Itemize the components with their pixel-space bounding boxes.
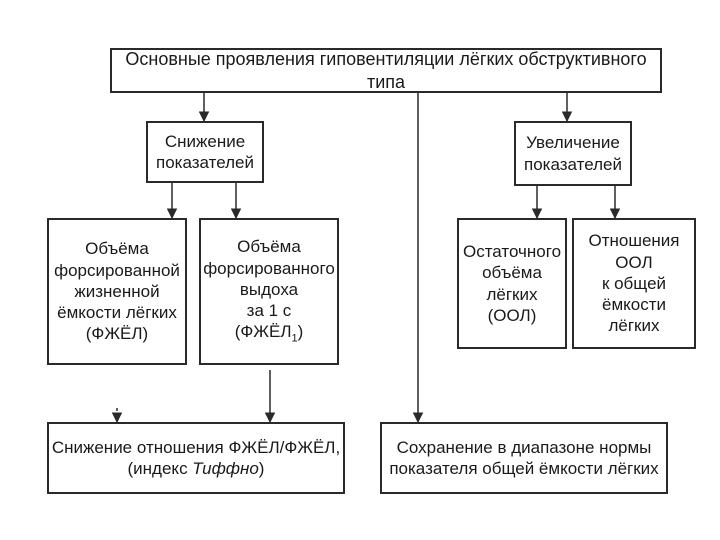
tiffeneau-text: Снижение отношения ФЖЁЛ/ФЖЁЛ, (индекс Ти…	[52, 437, 340, 480]
tiffeneau-line2: (индекс Тиффно)	[52, 458, 340, 479]
rv-tlc-ratio-box: Отношения ООЛ к общей ёмкости лёгких	[572, 218, 696, 349]
tiffeneau-box: Снижение отношения ФЖЁЛ/ФЖЁЛ, (индекс Ти…	[47, 422, 345, 494]
fvc-box: Объёма форсированной жизненной ёмкости л…	[47, 218, 187, 365]
rv-text: Остаточного объёма лёгких (ООЛ)	[462, 242, 562, 325]
tiffeneau-index-name: Тиффно	[192, 459, 259, 478]
fev1-text: Объёма форсированного выдоха за 1 с (ФЖЁ…	[203, 236, 335, 346]
tiffeneau-suffix: )	[258, 459, 265, 478]
increase-box: Увеличение показателей	[514, 121, 632, 186]
fev1-main: Объёма форсированного выдоха за 1 с (ФЖЁ…	[203, 237, 335, 342]
decrease-label: Снижение показателей	[156, 131, 254, 172]
tiffeneau-line1: Снижение отношения ФЖЁЛ/ФЖЁЛ,	[51, 437, 341, 457]
tiffeneau-prefix: (индекс	[127, 459, 193, 478]
fev1-tail: )	[297, 322, 304, 342]
fev1-subscript: 1	[291, 332, 298, 345]
fvc-text: Объёма форсированной жизненной ёмкости л…	[54, 239, 180, 344]
rv-box: Остаточного объёма лёгких (ООЛ)	[457, 218, 567, 349]
fev1-box: Объёма форсированного выдоха за 1 с (ФЖЁ…	[199, 218, 339, 365]
rv-tlc-ratio-text: Отношения ООЛ к общей ёмкости лёгких	[588, 231, 680, 336]
title-box: Основные проявления гиповентиляции лёгки…	[110, 48, 662, 93]
tlc-preservation-text: Сохранение в диапазоне нормы показателя …	[389, 437, 659, 478]
title-text: Основные проявления гиповентиляции лёгки…	[125, 49, 647, 92]
increase-label: Увеличение показателей	[524, 133, 622, 174]
decrease-box: Снижение показателей	[146, 121, 264, 183]
tlc-preservation-box: Сохранение в диапазоне нормы показателя …	[380, 422, 668, 494]
